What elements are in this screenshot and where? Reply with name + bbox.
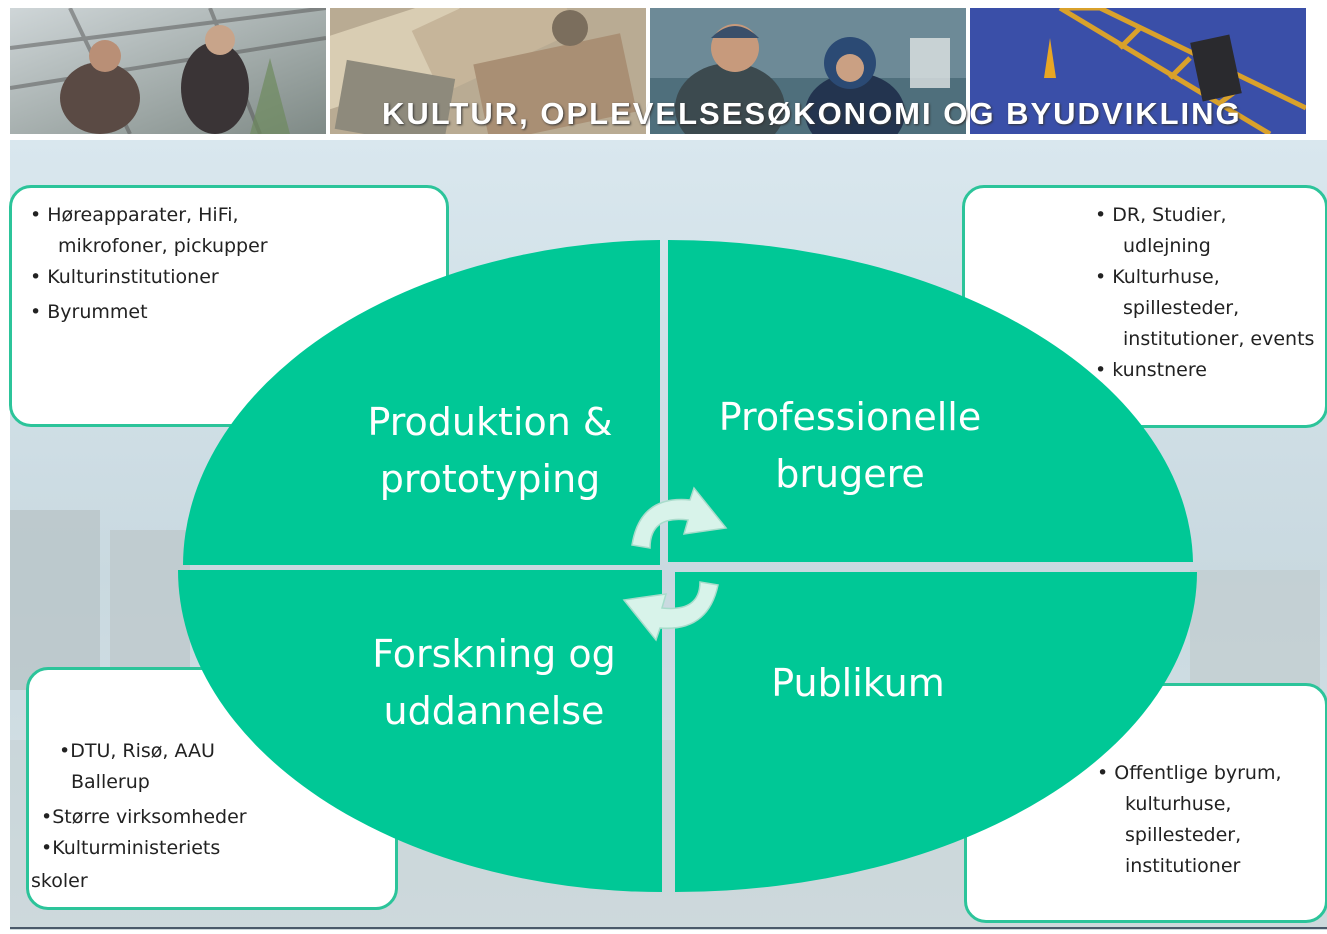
quadrant-label-audience: Publikum <box>698 655 1018 712</box>
label-line: brugere <box>775 452 925 496</box>
cycle-arrow-top-icon <box>631 486 728 549</box>
quadrant-label-professional-users: Professionelle brugere <box>690 389 1010 503</box>
danish-banknotes-photo <box>330 8 646 134</box>
list-item: • Kulturinstitutioner <box>30 266 219 288</box>
label-line: Publikum <box>771 661 945 705</box>
label-line: prototyping <box>379 457 601 501</box>
list-item: • Byrummet <box>30 301 148 323</box>
label-line: Professionelle <box>718 395 982 439</box>
two-men-by-harbour-photo <box>650 8 966 134</box>
cycle-arrow-bottom-icon <box>622 581 719 642</box>
quadrant-label-research: Forskning og uddannelse <box>334 626 654 740</box>
list-item-continuation: skoler <box>31 870 88 892</box>
banner-title: KULTUR, OPLEVELSESØKONOMI OG BYUDVIKLING <box>382 96 1242 131</box>
quadrant-production <box>183 240 660 565</box>
list-item: • Kulturhuse,spillesteder,institutioner,… <box>1095 266 1315 350</box>
two-people-at-railing-photo <box>10 8 326 134</box>
list-item: • kunstnere <box>1095 359 1207 381</box>
quadrant-label-production: Produktion & prototyping <box>330 394 650 508</box>
crane-photo <box>970 8 1306 134</box>
header-banner: KULTUR, OPLEVELSESØKONOMI OG BYUDVIKLING <box>10 8 1306 134</box>
label-line: Produktion & <box>367 400 613 444</box>
quadrant-research <box>178 570 662 892</box>
label-line: Forskning og <box>372 632 616 676</box>
list-item: • DR, Studier,udlejning <box>1095 204 1227 257</box>
list-item: • Høreapparater, HiFi,mikrofoner, pickup… <box>30 204 268 257</box>
label-line: uddannelse <box>383 689 605 733</box>
quadrant-audience <box>675 572 1197 892</box>
list-item: • Offentlige byrum,kulturhuse,spillested… <box>1097 762 1282 877</box>
list-item: •Større virksomheder <box>41 806 247 828</box>
list-item: •Kulturministeriets <box>41 837 221 859</box>
bottom-rule <box>10 927 1327 929</box>
quadrant-professional-users <box>668 240 1193 562</box>
